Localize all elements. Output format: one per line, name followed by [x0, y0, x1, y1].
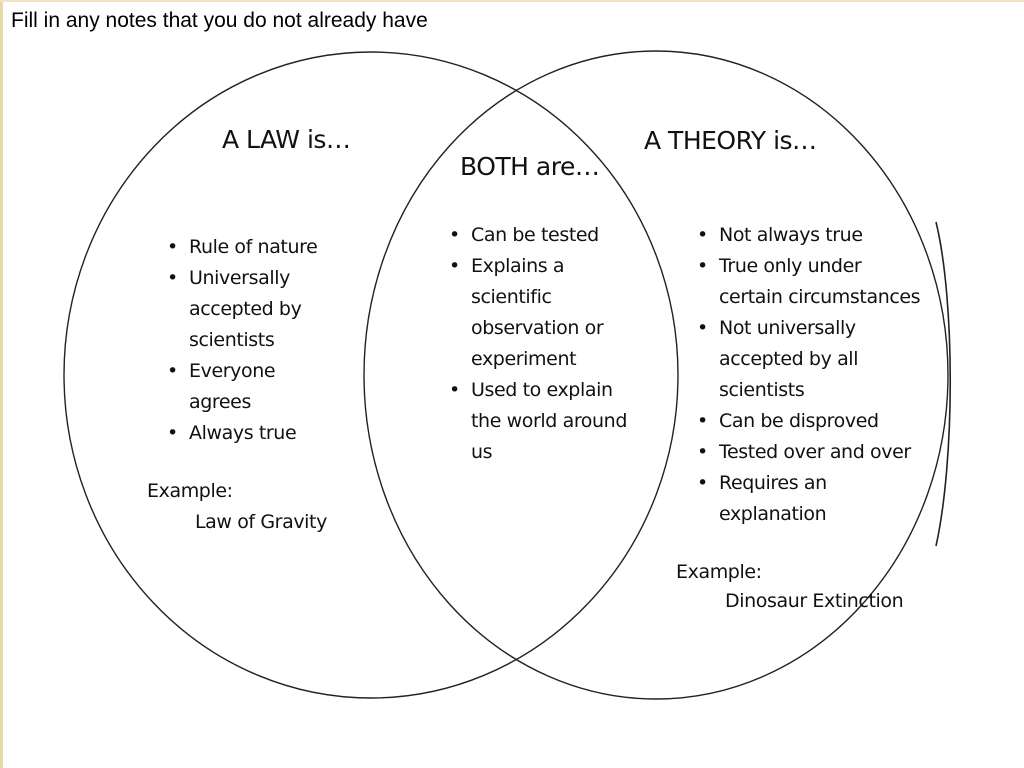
- law-list: Rule of nature Universally accepted by s…: [165, 232, 335, 449]
- theory-circle: [363, 50, 949, 700]
- list-item: Can be disproved: [695, 406, 930, 437]
- law-example-value: Law of Gravity: [195, 511, 327, 533]
- list-item: Can be tested: [447, 220, 627, 251]
- list-item: Rule of nature: [165, 232, 335, 263]
- law-circle: [63, 51, 679, 699]
- law-heading: A LAW is…: [222, 125, 351, 154]
- list-item: Everyone agrees: [165, 356, 335, 418]
- theory-heading: A THEORY is…: [644, 126, 817, 155]
- hand-drawn-bracket: [935, 221, 952, 547]
- both-list: Can be tested Explains a scientific obse…: [447, 220, 627, 468]
- list-item: True only under certain circumstances: [695, 251, 930, 313]
- list-item: Explains a scientific observation or exp…: [447, 251, 627, 375]
- slide-top-edge: [0, 0, 1024, 2]
- slide-left-edge: [0, 0, 3, 768]
- list-item: Universally accepted by scientists: [165, 263, 335, 356]
- theory-example-label: Example:: [676, 561, 762, 583]
- theory-example-value: Dinosaur Extinction: [725, 590, 904, 612]
- list-item: Not always true: [695, 220, 930, 251]
- list-item: Used to explain the world around us: [447, 375, 627, 468]
- list-item: Not universally accepted by all scientis…: [695, 313, 930, 406]
- list-item: Tested over and over: [695, 437, 930, 468]
- theory-list: Not always true True only under certain …: [695, 220, 930, 530]
- list-item: Always true: [165, 418, 335, 449]
- both-heading: BOTH are…: [460, 152, 600, 181]
- law-example-label: Example:: [147, 480, 233, 502]
- instruction-text: Fill in any notes that you do not alread…: [11, 9, 428, 32]
- list-item: Requires an explanation: [695, 468, 930, 530]
